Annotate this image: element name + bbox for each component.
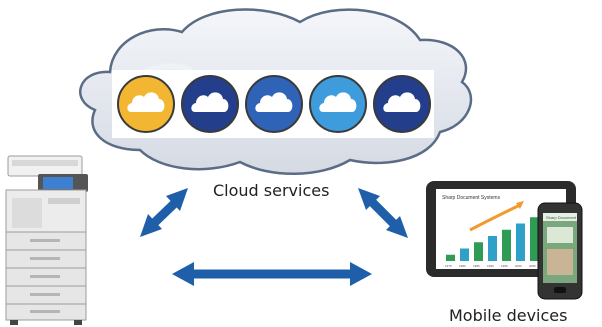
tablet-bar: [530, 217, 539, 261]
tablet-bar: [502, 229, 511, 261]
tablet-year-label: 1995: [501, 264, 508, 268]
tablet-year-label: 2005: [529, 264, 536, 268]
tablet-year-label: 2000: [515, 264, 522, 268]
cloud-service-icons: [112, 70, 434, 138]
tablet-year-label: 1990: [487, 264, 494, 268]
tablet-year-label: 1975: [445, 264, 452, 268]
blue-cloud-icon: [244, 74, 304, 134]
printer-image: [5, 155, 88, 325]
tablet-bar: [446, 254, 455, 261]
navy-cloud-icon: [180, 74, 240, 134]
phone-title: Sharp Document: [546, 215, 577, 220]
mobile-devices-image: Sharp Document Systems 1975 1980 1985 1990 1…: [426, 181, 583, 300]
tablet-bar: [474, 242, 483, 261]
tablet-bar: [460, 248, 469, 261]
tablet-bar: [516, 223, 525, 261]
tablet-year-label: 1980: [459, 264, 466, 268]
cloud-services-label: Cloud services: [213, 181, 330, 200]
navy-cloud-icon-2: [372, 74, 432, 134]
printer-mobile-arrow: [172, 262, 372, 286]
mobile-devices-label: Mobile devices: [449, 306, 568, 325]
tablet-title: Sharp Document Systems: [442, 195, 501, 201]
yellow-cloud-icon: [116, 74, 176, 134]
tablet-year-label: 1985: [473, 264, 480, 268]
tablet-bar: [488, 236, 497, 261]
printer-cloud-arrow: [140, 188, 188, 237]
light-blue-cloud-icon: [308, 74, 368, 134]
cloud-mobile-arrow: [358, 188, 408, 238]
